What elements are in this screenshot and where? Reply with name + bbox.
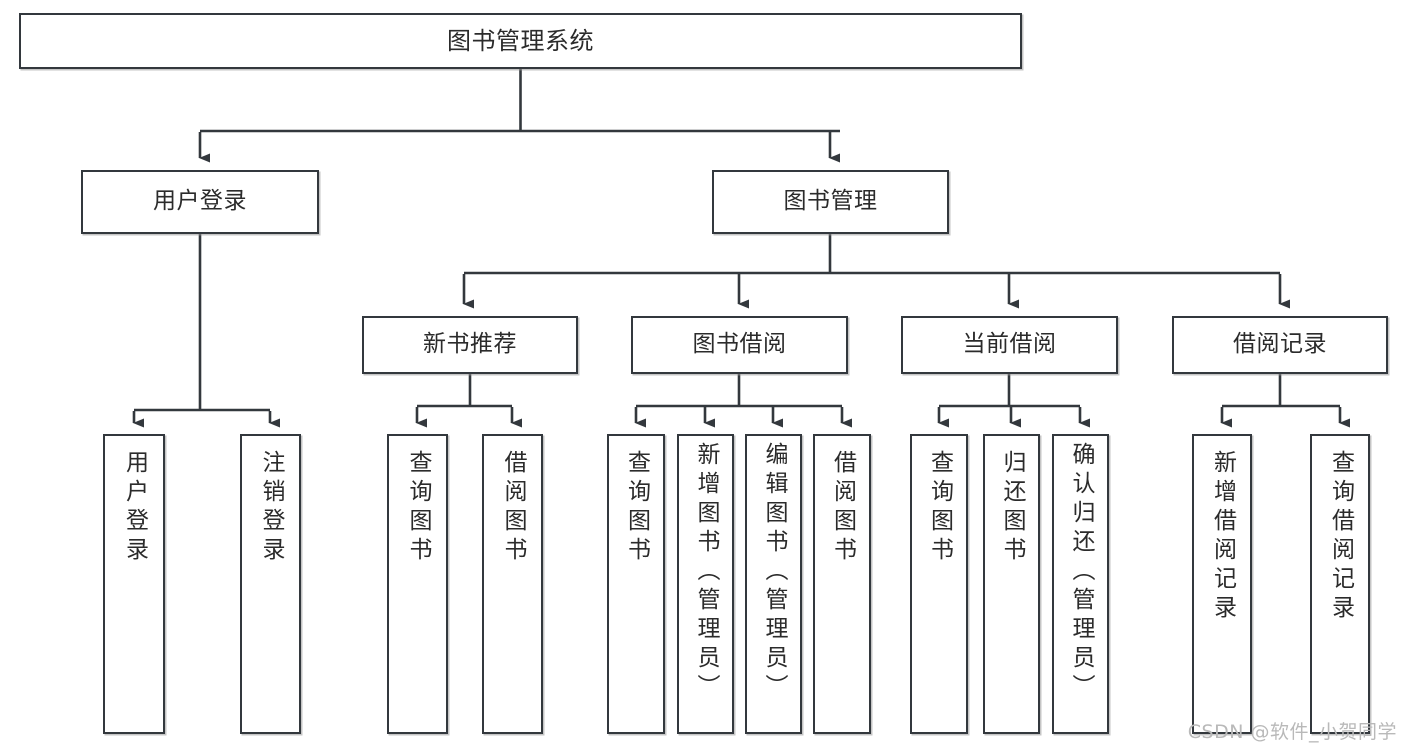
node-root[interactable]: 图书管理系统 (19, 13, 1022, 69)
node-leaf-user-login[interactable]: 用户登录 (103, 434, 165, 734)
node-book-manage[interactable]: 图书管理 (712, 170, 949, 234)
node-label: 查询图书 (405, 450, 431, 566)
node-borrow-record[interactable]: 借阅记录 (1172, 316, 1388, 374)
node-label: 用户登录 (153, 188, 247, 215)
node-label: 用户登录 (121, 450, 148, 566)
node-leaf-query-record[interactable]: 查询借阅记录 (1310, 434, 1370, 734)
node-new-book-rec[interactable]: 新书推荐 (362, 316, 578, 374)
node-leaf-add-book[interactable]: 新增图书（管理员） (677, 434, 734, 734)
node-label: 查询借阅记录 (1327, 450, 1354, 624)
node-label: 借阅记录 (1233, 331, 1327, 358)
node-label: 归还图书 (999, 450, 1025, 566)
node-leaf-query-book-3[interactable]: 查询图书 (910, 434, 968, 734)
node-leaf-confirm-return[interactable]: 确认归还（管理员） (1052, 434, 1109, 734)
node-leaf-edit-book[interactable]: 编辑图书（管理员） (745, 434, 802, 734)
node-label: 新增借阅记录 (1209, 450, 1236, 624)
node-label: 确认归还（管理员） (1068, 442, 1094, 703)
node-label: 借阅图书 (829, 450, 856, 566)
node-label: 新增图书（管理员） (693, 442, 719, 703)
node-leaf-return-book[interactable]: 归还图书 (983, 434, 1040, 734)
node-label: 新书推荐 (423, 331, 517, 358)
node-label: 图书管理系统 (447, 26, 594, 55)
node-leaf-query-book-2[interactable]: 查询图书 (607, 434, 665, 734)
node-label: 编辑图书（管理员） (761, 442, 787, 703)
node-leaf-logout[interactable]: 注销登录 (240, 434, 301, 734)
node-label: 当前借阅 (962, 331, 1057, 358)
node-label: 查询图书 (926, 450, 953, 566)
node-book-borrow[interactable]: 图书借阅 (631, 316, 848, 374)
node-user-login[interactable]: 用户登录 (81, 170, 319, 234)
node-leaf-add-record[interactable]: 新增借阅记录 (1192, 434, 1252, 734)
node-leaf-borrow-book-1[interactable]: 借阅图书 (482, 434, 543, 734)
node-label: 注销登录 (258, 450, 284, 566)
node-label: 图书管理 (783, 188, 878, 215)
node-label: 查询图书 (623, 450, 650, 566)
node-leaf-borrow-book-2[interactable]: 借阅图书 (813, 434, 871, 734)
node-label: 图书借阅 (692, 331, 787, 358)
node-current-borrow[interactable]: 当前借阅 (901, 316, 1118, 374)
node-leaf-query-book-1[interactable]: 查询图书 (387, 434, 448, 734)
node-label: 借阅图书 (500, 450, 526, 566)
